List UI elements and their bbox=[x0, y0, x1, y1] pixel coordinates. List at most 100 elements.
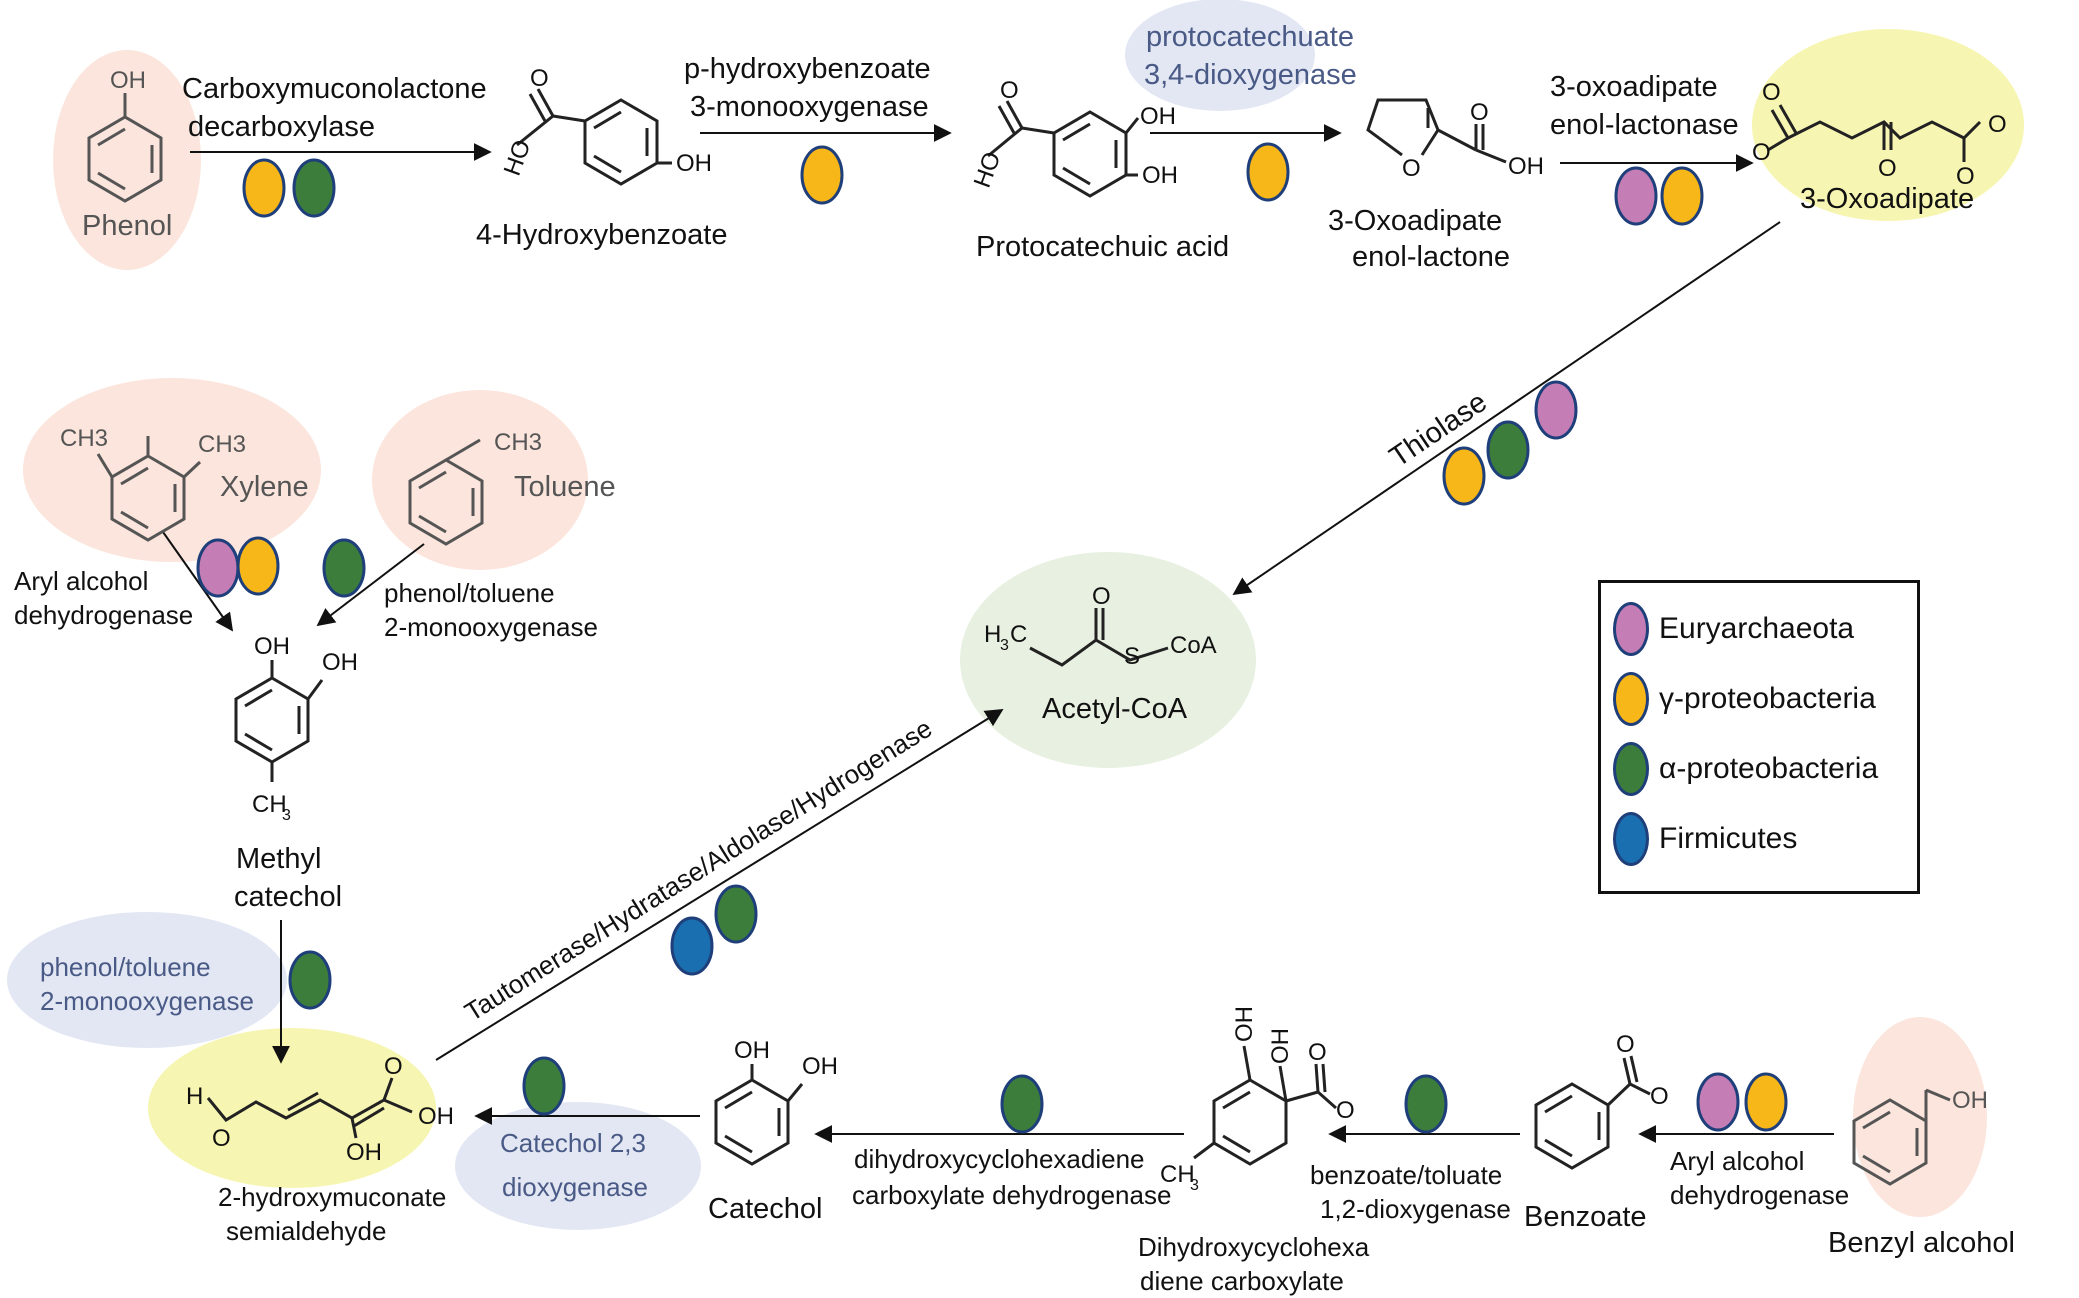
acetyl-coa-h-sub: 3 bbox=[1000, 637, 1009, 654]
arrow-semialdehyde-to-acetyl-coa bbox=[435, 709, 1004, 1061]
hydroxybenzoate-label: 4-Hydroxybenzoate bbox=[476, 219, 727, 251]
protocatechuic-oh2-label: OH bbox=[1142, 162, 1178, 189]
phenol-label: Phenol bbox=[82, 210, 172, 242]
enzyme-pcd-label-1: protocatechuate bbox=[1146, 21, 1354, 53]
dot-alpha bbox=[522, 1056, 566, 1116]
enzyme-ptm-label-2: 2-monooxygenase bbox=[384, 612, 598, 642]
dot-euryarchaeota bbox=[1614, 166, 1658, 226]
semialdehyde-label-2: semialdehyde bbox=[226, 1216, 386, 1246]
enzyme-carboxy-label-2: decarboxylase bbox=[188, 111, 375, 143]
enol-lactone-structure: O O OH bbox=[1366, 98, 1544, 182]
protocatechuic-o-label: O bbox=[1000, 77, 1019, 104]
methyl-catechol-label-1: Methyl bbox=[236, 843, 321, 875]
dot-alpha bbox=[1486, 420, 1530, 480]
phenol-bubble bbox=[53, 50, 201, 270]
enol-lactone-ring-o-label: O bbox=[1402, 155, 1421, 182]
dot-euryarchaeota bbox=[1534, 380, 1578, 440]
acetyl-coa-coa-label: CoA bbox=[1170, 632, 1217, 659]
dot-euryarchaeota bbox=[1696, 1072, 1740, 1132]
catechol-label: Catechol bbox=[708, 1193, 822, 1225]
legend: Euryarchaeota γ-proteobacteria α-proteob… bbox=[1598, 580, 1920, 894]
semialdehyde-structure: H O O OH OH bbox=[186, 1053, 454, 1166]
enzyme-phb-label-1: p-hydroxybenzoate bbox=[684, 53, 931, 85]
enzyme-enol-label-2: enol-lactonase bbox=[1550, 109, 1739, 141]
semialdehyde-o-label: O bbox=[212, 1125, 231, 1152]
oxoadipate-o1-label: O bbox=[1752, 139, 1771, 166]
dot-alpha bbox=[322, 538, 366, 598]
dot-gamma bbox=[1660, 166, 1704, 226]
acetyl-coa-h-label: H bbox=[984, 621, 1001, 648]
methyl-catechol-ch-sub: 3 bbox=[282, 807, 291, 824]
dot-alpha bbox=[1000, 1074, 1044, 1134]
hydroxybenzoate-structure: O HO OH bbox=[499, 65, 712, 186]
dihydroxy-o2-label: O bbox=[1336, 1097, 1355, 1124]
semialdehyde-label-1: 2-hydroxymuconate bbox=[218, 1182, 446, 1212]
legend-dot bbox=[1613, 742, 1649, 796]
benzoate-label: Benzoate bbox=[1524, 1201, 1647, 1233]
methyl-catechol-label-2: catechol bbox=[234, 881, 342, 913]
hydroxybenzoate-o-label: O bbox=[530, 65, 549, 92]
enol-lactone-oh-label: OH bbox=[1508, 153, 1544, 180]
enzyme-aryl2-label-2: dehydrogenase bbox=[1670, 1180, 1849, 1210]
oxoadipate-o2-label: O bbox=[1762, 79, 1781, 106]
oxoadipate-o5-label: O bbox=[1988, 111, 2007, 138]
enol-lactone-label-1: 3-Oxoadipate bbox=[1328, 205, 1502, 237]
legend-dot bbox=[1613, 812, 1649, 866]
enzyme-ptm-label-1: phenol/toluene bbox=[384, 578, 555, 608]
semialdehyde-h-label: H bbox=[186, 1083, 203, 1110]
dot-alpha bbox=[288, 950, 332, 1010]
protocatechuic-structure: O HO OH OH bbox=[969, 77, 1178, 198]
dihydroxy-oh1-label: OH bbox=[1231, 1006, 1258, 1042]
dot-gamma bbox=[242, 158, 286, 218]
arrow-toluene-to-methyl-catechol bbox=[316, 543, 425, 627]
hydroxybenzoate-oh-label: OH bbox=[676, 150, 712, 177]
oxoadipate-o4-label: O bbox=[1956, 163, 1975, 190]
dot-gamma bbox=[1744, 1072, 1788, 1132]
toluene-structure: CH3 bbox=[408, 429, 542, 546]
phenol-structure: OH bbox=[87, 67, 163, 203]
oxoadipate-o3-label: O bbox=[1878, 155, 1897, 182]
acetyl-coa-bubble bbox=[960, 552, 1256, 768]
enzyme-aryl2-label-1: Aryl alcohol bbox=[1670, 1146, 1804, 1176]
dihydroxy-label-1: Dihydroxycyclohexa bbox=[1138, 1232, 1370, 1262]
enzyme-aryl-label-1: Aryl alcohol bbox=[14, 566, 148, 596]
enzyme-dhcd-label-1: dihydroxycyclohexadiene bbox=[854, 1144, 1145, 1174]
legend-dot bbox=[1613, 672, 1649, 726]
enzyme-enol-label-1: 3-oxoadipate bbox=[1550, 71, 1718, 103]
benzoate-o1-label: O bbox=[1616, 1031, 1635, 1058]
dihydroxy-ch-sub: 3 bbox=[1190, 1177, 1199, 1194]
acetyl-coa-label: Acetyl-CoA bbox=[1042, 693, 1188, 725]
benzyl-alcohol-oh-label: OH bbox=[1952, 1087, 1988, 1114]
protocatechuic-ho-label: HO bbox=[969, 148, 1007, 191]
dot-gamma bbox=[1442, 446, 1486, 506]
xylene-structure: CH3 CH3 bbox=[60, 425, 246, 542]
catechol-oh1-label: OH bbox=[734, 1037, 770, 1064]
catechol-structure: OH OH bbox=[714, 1037, 838, 1166]
protocatechuic-oh1-label: OH bbox=[1140, 103, 1176, 130]
enzyme-btd-label-1: benzoate/toluate bbox=[1310, 1160, 1502, 1190]
xylene-label: Xylene bbox=[220, 471, 309, 503]
enzyme-tautomerase-label: Tautomerase/Hydratase/Aldolase/Hydrogena… bbox=[459, 713, 937, 1027]
enzyme-ptm2-label-2: 2-monooxygenase bbox=[40, 986, 254, 1016]
semialdehyde-oh2-label: OH bbox=[346, 1139, 382, 1166]
enzyme-aryl-label-2: dehydrogenase bbox=[14, 600, 193, 630]
phenol-oh-label: OH bbox=[110, 67, 146, 94]
legend-item-firmicutes: Firmicutes bbox=[1613, 809, 1797, 869]
dihydroxy-ch-label: CH bbox=[1160, 1161, 1195, 1188]
catechol23-enzyme-bubble bbox=[455, 1102, 701, 1230]
enzyme-catechol23-label-2: dioxygenase bbox=[502, 1172, 648, 1202]
dot-alpha bbox=[1404, 1074, 1448, 1134]
acetyl-coa-s-label: S bbox=[1124, 643, 1140, 670]
ptm2-enzyme-bubble bbox=[7, 912, 287, 1048]
legend-dot bbox=[1613, 602, 1649, 656]
dot-gamma bbox=[800, 145, 844, 205]
oxoadipate-label: 3-Oxoadipate bbox=[1800, 183, 1974, 215]
benzyl-alcohol-structure: OH bbox=[1852, 1087, 1988, 1186]
xylene-ch3-2-label: CH3 bbox=[198, 431, 246, 458]
protocatechuic-label: Protocatechuic acid bbox=[976, 231, 1229, 263]
legend-item-gamma: γ-proteobacteria bbox=[1613, 669, 1876, 729]
semialdehyde-o2-label: O bbox=[384, 1053, 403, 1080]
toluene-ch3-label: CH3 bbox=[494, 429, 542, 456]
